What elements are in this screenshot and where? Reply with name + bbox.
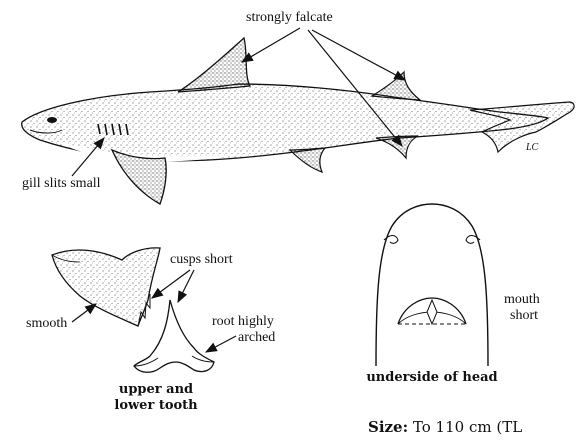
shark-body <box>22 84 548 161</box>
size-value: To 110 cm (TL <box>413 418 522 436</box>
caption-teeth-line1: upper and <box>96 382 216 398</box>
pelvic-fin <box>290 148 325 172</box>
label-strongly-falcate: strongly falcate <box>246 10 333 25</box>
label-mouth-line1: mouth <box>504 292 540 307</box>
shark-illustration <box>22 38 574 204</box>
size-info: Size: To 110 cm (TL <box>368 418 522 436</box>
second-dorsal-fin <box>372 72 420 100</box>
lower-tooth <box>134 300 214 372</box>
artist-signature: LC <box>526 140 538 155</box>
caption-head: underside of head <box>352 370 512 386</box>
label-root-line2: arched <box>238 330 275 345</box>
upper-tooth <box>52 248 160 326</box>
label-mouth-line2: short <box>510 308 538 323</box>
first-dorsal-fin <box>178 38 250 92</box>
label-smooth: smooth <box>26 316 67 331</box>
label-root-line1: root highly <box>212 314 274 329</box>
size-label: Size: <box>368 418 408 436</box>
pectoral-fin <box>112 150 166 204</box>
head-underside <box>376 204 488 366</box>
label-gill-slits: gill slits small <box>22 176 101 191</box>
label-cusps-short: cusps short <box>170 252 233 267</box>
shark-eye <box>47 117 57 123</box>
caption-teeth-line2: lower tooth <box>96 398 216 414</box>
